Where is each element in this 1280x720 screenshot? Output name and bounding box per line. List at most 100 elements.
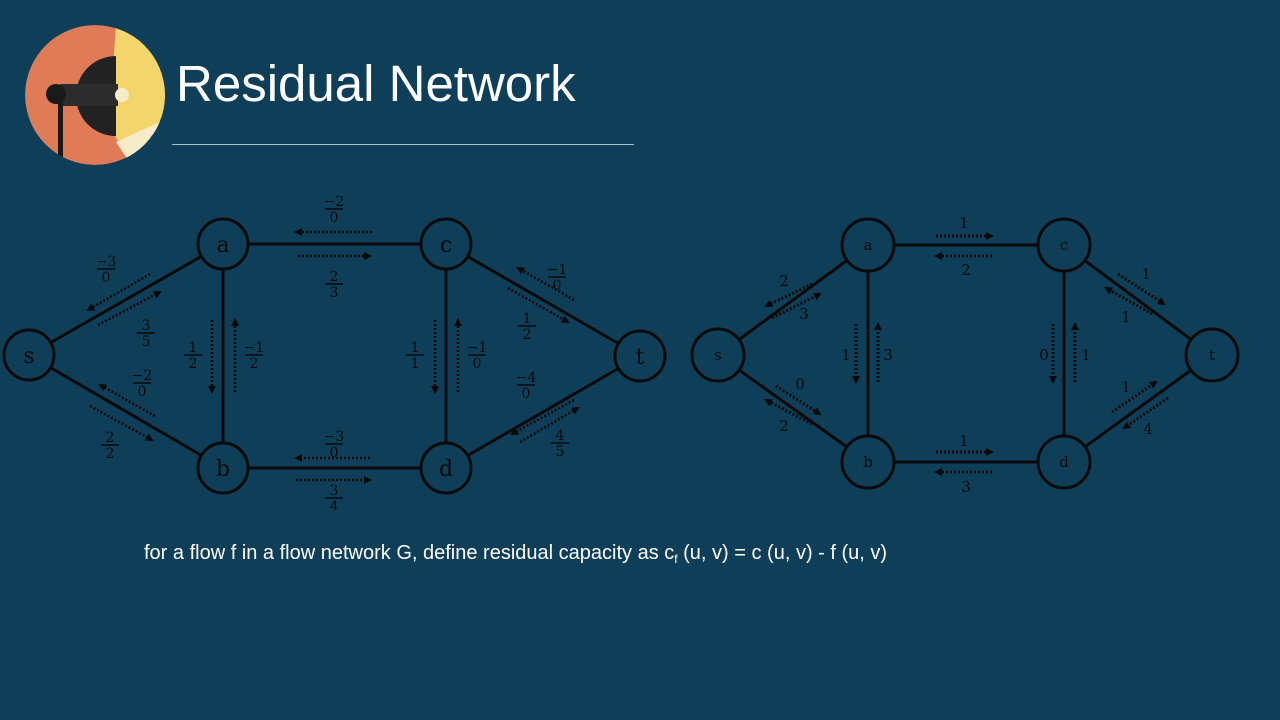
right-label-a-b-forward: 1 xyxy=(841,346,851,364)
right-node-d-label: d xyxy=(1059,453,1069,471)
left-edge-s-b xyxy=(28,353,224,470)
left-label-d-t-reverse-numerator: −4 xyxy=(516,370,537,386)
left-edge-d-t xyxy=(445,354,641,470)
left-label-s-b-reverse: −20 xyxy=(132,368,153,400)
right-label-a-b-reverse: 3 xyxy=(883,346,893,364)
left-arrow-d-t-reverse xyxy=(510,398,575,436)
right-edge-s-b xyxy=(717,353,869,464)
right-arrow-d-t-reverse xyxy=(1111,380,1158,414)
logo-lamp-knob xyxy=(46,84,66,104)
left-edge-s-a xyxy=(28,242,224,357)
right-label-s-a-reverse: 2 xyxy=(779,272,789,290)
left-label-c-t-forward-denominator: 2 xyxy=(523,327,532,343)
left-arrow-s-b-reverse xyxy=(98,383,156,418)
left-label-b-d-reverse: −30 xyxy=(324,429,345,461)
left-label-s-b-forward-numerator: 2 xyxy=(106,430,115,446)
left-node-c-label: c xyxy=(440,233,452,258)
right-arrow-s-b-reverse xyxy=(764,398,813,426)
left-label-a-b-forward-numerator: 1 xyxy=(189,340,198,356)
left-node-s-label: s xyxy=(23,344,34,369)
right-label-c-t-forward: 1 xyxy=(1141,265,1151,283)
left-arrow-c-t-forward xyxy=(507,286,570,324)
right-node-b: b xyxy=(840,434,896,490)
left-label-d-t-reverse: −40 xyxy=(516,370,537,402)
spotlight-logo-icon xyxy=(25,25,165,165)
left-label-a-c-reverse-numerator: −2 xyxy=(324,194,345,210)
left-label-s-a-reverse-denominator: 0 xyxy=(102,270,111,286)
right-edge-d-t xyxy=(1063,353,1213,464)
left-label-a-c-forward-numerator: 2 xyxy=(330,269,339,285)
left-label-s-a-reverse: −30 xyxy=(96,254,117,286)
right-label-s-a-forward: 3 xyxy=(799,305,809,323)
right-node-a-label: a xyxy=(864,236,873,254)
left-node-d-label: d xyxy=(439,457,453,482)
right-label-a-c-forward: 1 xyxy=(959,214,969,232)
title-underline xyxy=(172,144,634,145)
left-label-b-d-reverse-denominator: 0 xyxy=(330,445,339,461)
left-arrow-d-t-forward xyxy=(519,406,580,444)
left-flow-graph: s a b c d t −3035−2022−2023−1212−1011−30… xyxy=(2,194,667,510)
right-label-c-d-forward: 0 xyxy=(1039,346,1049,364)
left-node-c: c xyxy=(419,217,473,271)
right-node-s: s xyxy=(690,327,746,383)
left-label-a-c-forward-denominator: 3 xyxy=(330,285,339,301)
left-label-s-a-forward: 35 xyxy=(137,318,155,350)
left-node-t: t xyxy=(613,329,667,383)
left-node-d: d xyxy=(419,441,473,495)
right-label-b-d-reverse: 3 xyxy=(961,478,971,496)
left-label-a-c-forward: 23 xyxy=(325,269,343,301)
logo-lamp-stand xyxy=(58,100,63,165)
left-label-c-t-reverse-denominator: 0 xyxy=(553,278,562,294)
left-label-s-a-reverse-numerator: −3 xyxy=(96,254,117,270)
right-arrow-s-b-forward xyxy=(775,384,822,416)
left-label-a-c-reverse: −20 xyxy=(324,194,345,226)
right-node-c: c xyxy=(1036,217,1092,273)
right-arrow-s-a-forward xyxy=(771,292,822,320)
left-node-s: s xyxy=(2,328,56,382)
right-arrow-s-a-reverse xyxy=(764,282,813,308)
right-edge-s-a xyxy=(717,243,869,357)
left-label-b-d-forward-denominator: 4 xyxy=(330,499,339,510)
left-label-s-b-forward-denominator: 2 xyxy=(106,446,115,462)
left-label-a-b-reverse-denominator: 2 xyxy=(250,356,259,372)
right-arrow-c-t-forward xyxy=(1117,272,1166,306)
left-label-a-b-forward-denominator: 2 xyxy=(189,356,198,372)
left-node-a: a xyxy=(196,217,250,271)
right-arrow-c-t-reverse xyxy=(1104,286,1153,316)
right-label-b-d-forward: 1 xyxy=(959,432,969,450)
left-label-d-t-forward: 45 xyxy=(551,428,569,460)
left-label-c-t-reverse: −10 xyxy=(547,262,568,294)
right-label-s-b-reverse: 2 xyxy=(779,417,789,435)
right-node-s-label: s xyxy=(714,346,722,364)
left-label-a-b-reverse: −12 xyxy=(244,340,265,372)
left-label-b-d-forward: 34 xyxy=(325,483,343,510)
left-node-a-label: a xyxy=(216,233,229,258)
logo-lamp-barrel xyxy=(60,84,118,106)
left-node-b-label: b xyxy=(216,457,230,482)
left-label-b-d-forward-numerator: 3 xyxy=(330,483,339,499)
left-node-t-label: t xyxy=(636,345,645,370)
left-label-s-b-reverse-denominator: 0 xyxy=(138,384,147,400)
right-edge-c-t xyxy=(1063,243,1213,357)
right-label-a-c-reverse: 2 xyxy=(961,261,971,279)
left-label-c-t-forward-numerator: 1 xyxy=(523,311,532,327)
left-label-d-t-forward-denominator: 5 xyxy=(556,444,565,460)
left-label-a-b-forward: 12 xyxy=(184,340,202,372)
right-node-c-label: c xyxy=(1060,236,1068,254)
left-label-s-b-forward: 22 xyxy=(101,430,119,462)
left-label-s-a-forward-numerator: 3 xyxy=(142,318,151,334)
left-edge-c-t xyxy=(445,242,641,358)
left-label-b-d-reverse-numerator: −3 xyxy=(324,429,345,445)
right-node-a: a xyxy=(840,217,896,273)
caption-subscript: f xyxy=(674,552,678,566)
left-label-c-t-forward: 12 xyxy=(518,311,536,343)
left-label-c-d-reverse-numerator: −1 xyxy=(467,340,488,356)
page-title: Residual Network xyxy=(176,55,576,112)
left-label-c-d-reverse-denominator: 0 xyxy=(473,356,482,372)
right-node-t: t xyxy=(1184,327,1240,383)
right-arrow-d-t-forward xyxy=(1122,396,1169,430)
right-label-s-b-forward: 0 xyxy=(795,375,805,393)
left-label-d-t-forward-numerator: 4 xyxy=(556,428,565,444)
left-label-a-c-reverse-denominator: 0 xyxy=(330,210,339,226)
left-label-c-t-reverse-numerator: −1 xyxy=(547,262,568,278)
